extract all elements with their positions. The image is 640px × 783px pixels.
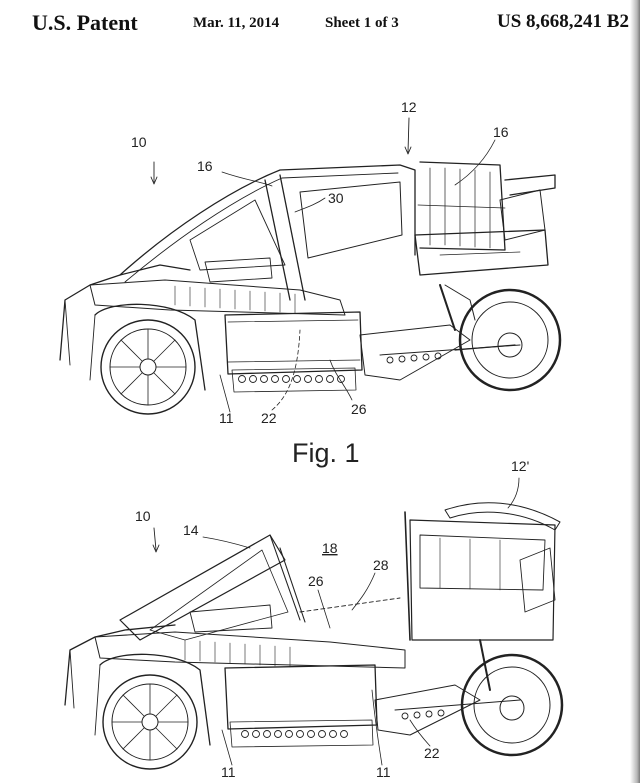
figure-1-vehicle-drawing: [59, 117, 562, 415]
figure-caption: Fig. 1: [292, 438, 360, 468]
ref-numeral-28: 28: [373, 557, 389, 573]
ref-numeral-26: 26: [308, 573, 324, 589]
patent-office-label: U.S. Patent: [32, 10, 138, 35]
ref-numeral-22: 22: [261, 410, 277, 426]
ref-numeral-10: 10: [135, 508, 151, 524]
ref-numeral-11: 11: [219, 410, 234, 426]
ref-numeral-12-prime: 12': [511, 458, 529, 474]
ref-numeral-22: 22: [424, 745, 440, 761]
ref-numeral-11: 11: [221, 764, 236, 780]
ref-numeral-16: 16: [493, 124, 509, 140]
ref-numeral-16: 16: [197, 158, 213, 174]
ref-numeral-10: 10: [131, 134, 147, 150]
ref-numeral-11: 11: [376, 764, 391, 780]
ref-numeral-14: 14: [183, 522, 199, 538]
patent-number: US 8,668,241 B2: [497, 11, 629, 32]
ref-numeral-18: 18: [322, 540, 338, 556]
ref-numeral-26: 26: [351, 401, 367, 417]
sheet-number: Sheet 1 of 3: [325, 15, 399, 31]
ref-numeral-12: 12: [401, 99, 417, 115]
figure-2-vehicle-drawing: [64, 477, 564, 770]
page-edge-shadow: [630, 0, 640, 783]
patent-date: Mar. 11, 2014: [193, 15, 280, 31]
ref-numeral-30: 30: [328, 190, 344, 206]
